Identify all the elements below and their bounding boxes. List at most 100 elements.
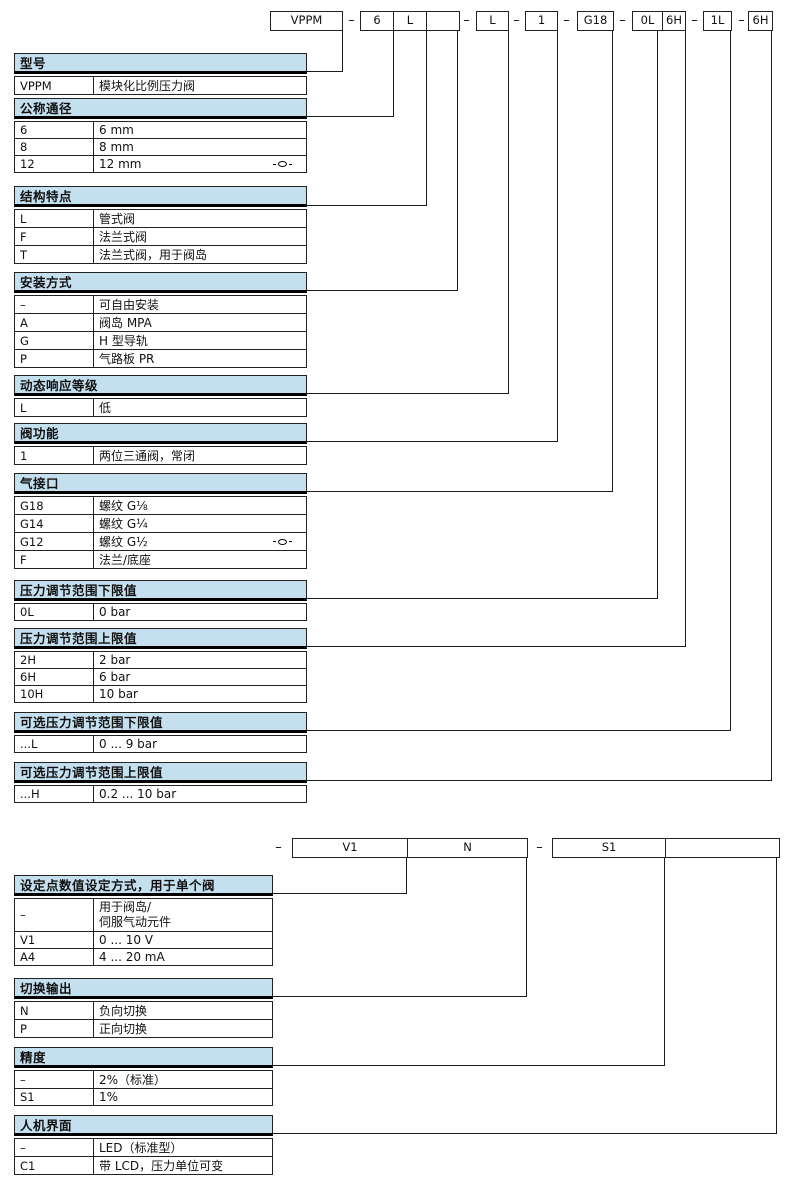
- option-desc-text: 12 mm: [99, 157, 142, 171]
- code-segment-pneumatic-connection: G18: [583, 13, 608, 28]
- option-code: 12: [14, 155, 94, 173]
- option-desc: 0.2 ... 10 bar: [93, 785, 307, 803]
- section-header: 气接口: [14, 473, 307, 494]
- connector-valve-function: [306, 31, 558, 442]
- code-segment-switching-output: N: [407, 839, 527, 857]
- table-row: 12 12 mm: [14, 155, 307, 173]
- code-segment-valve-function: 1: [537, 13, 546, 28]
- connector-model: [306, 31, 343, 72]
- option-code: 6H: [14, 668, 94, 686]
- section-title: 公称通径: [20, 101, 73, 116]
- code-segment-size: 6: [373, 13, 381, 28]
- code-segment-optional-lower-limit: 1L: [710, 13, 725, 28]
- option-code: L: [14, 398, 94, 417]
- option-desc: 6 mm: [93, 121, 307, 139]
- option-code: 10H: [14, 685, 94, 703]
- option-code: –: [14, 898, 94, 932]
- option-desc: LED（标准型）: [93, 1138, 273, 1157]
- table-row: –LED（标准型）: [14, 1138, 273, 1157]
- new-variant-icon: [273, 538, 292, 545]
- section-header: 安装方式: [14, 272, 307, 293]
- code-box-valve-function: 1: [525, 11, 558, 31]
- option-desc-line1: 用于阀岛/: [99, 900, 152, 914]
- option-code: 1: [14, 446, 94, 465]
- code-segment-accuracy: S1: [601, 840, 617, 855]
- option-desc: 用于阀岛/ 伺服气动元件: [93, 898, 273, 932]
- connector-switching-output: [272, 857, 527, 997]
- option-desc: 2%（标准）: [93, 1070, 273, 1089]
- section-header: 公称通径: [14, 98, 307, 119]
- code-box-model: VPPM: [270, 11, 343, 31]
- option-code: G: [14, 331, 94, 350]
- code-box-setpoint-switching: V1 N: [292, 838, 528, 858]
- section-header: 切换输出: [14, 978, 273, 999]
- option-desc: 气路板 PR: [93, 349, 307, 368]
- option-code: F: [14, 550, 94, 569]
- connector-hmi: [272, 857, 777, 1134]
- connector-design: [306, 31, 427, 206]
- table-row: G12 螺纹 G½: [14, 532, 307, 551]
- section-header: 压力调节范围下限值: [14, 580, 307, 601]
- section-title: 可选压力调节范围上限值: [20, 765, 164, 780]
- code-box-dynamic-response: L: [476, 11, 509, 31]
- section-title: 型号: [20, 56, 47, 71]
- section-title: 切换输出: [20, 981, 73, 996]
- connector-nominal-diameter: [306, 31, 394, 117]
- section-title: 压力调节范围下限值: [20, 583, 138, 598]
- option-desc: H 型导轨: [93, 331, 307, 350]
- code-box-pressure-limits: 0L 6H: [632, 11, 686, 31]
- connector-setpoint-input: [272, 857, 407, 894]
- section-header: 阀功能: [14, 423, 307, 444]
- option-desc: 带 LCD，压力单位可变: [93, 1156, 273, 1175]
- option-desc: 8 mm: [93, 138, 307, 156]
- code-separator: –: [348, 13, 355, 28]
- option-code: A: [14, 313, 94, 332]
- table-row: –2%（标准）: [14, 1070, 273, 1089]
- new-variant-icon: [273, 161, 292, 167]
- option-code: G18: [14, 496, 94, 515]
- code-segment-optional-upper-limit: 6H: [752, 13, 769, 28]
- option-desc: 螺纹 G⅛: [93, 496, 307, 515]
- option-desc: 两位三通阀，常闭: [93, 446, 307, 465]
- code-separator: –: [738, 13, 745, 28]
- option-code: L: [14, 209, 94, 228]
- section-title: 设定点数值设定方式，用于单个阀: [20, 878, 216, 893]
- code-segment-hmi: [665, 839, 779, 857]
- option-desc: 4 ... 20 mA: [93, 948, 273, 966]
- code-separator: –: [513, 13, 520, 28]
- code-segment-model: VPPM: [290, 13, 323, 28]
- connector-optional-upper-limit: [306, 31, 772, 781]
- option-code: G12: [14, 532, 94, 551]
- option-code: –: [14, 1138, 94, 1157]
